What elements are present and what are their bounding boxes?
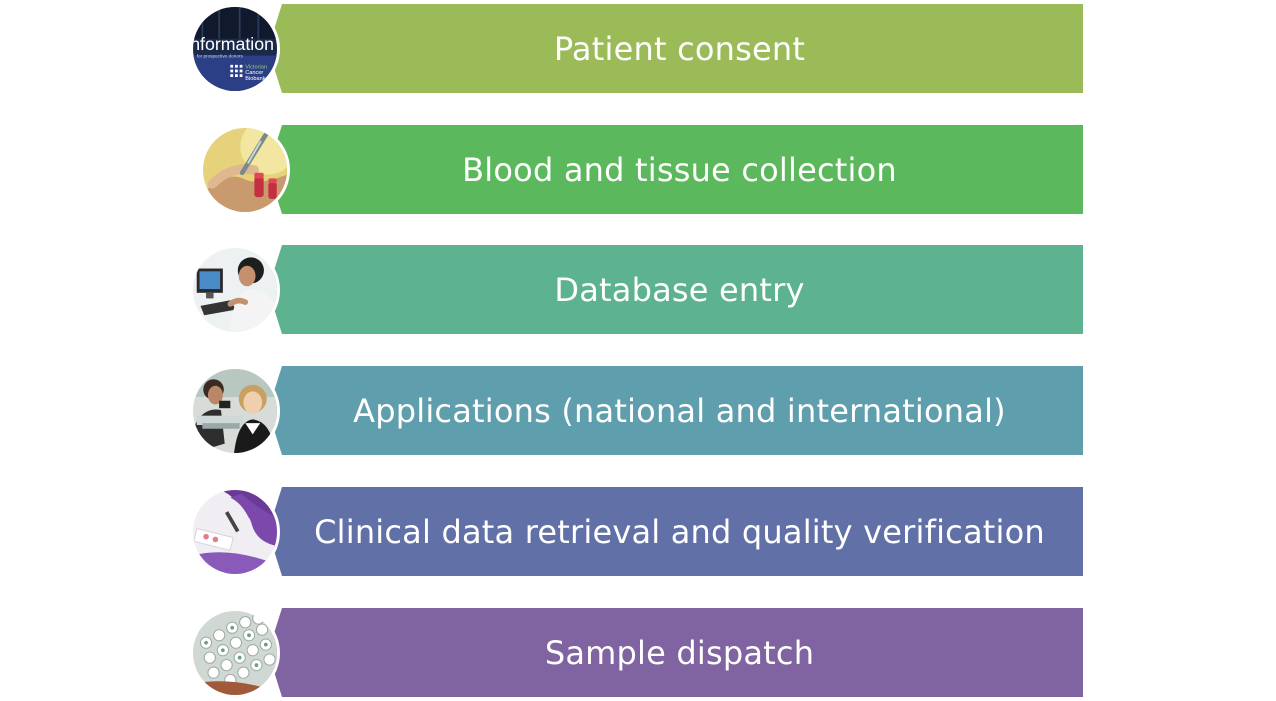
sample-vial-rack-icon [190, 608, 280, 698]
step-label: Clinical data retrieval and quality veri… [314, 512, 1045, 551]
step-banner: Applications (national and international… [268, 366, 1083, 455]
leaflet-title: nformation [193, 34, 274, 54]
step-label: Patient consent [553, 29, 806, 68]
step-banner: Clinical data retrieval and quality veri… [268, 487, 1083, 576]
computer-operator-icon [190, 245, 280, 335]
leaflet-brand-1: Victorian [245, 65, 267, 71]
step-patient-consent: Patient consent nformation for prospecti… [190, 4, 1083, 94]
gloved-hand-slides-icon [190, 487, 280, 577]
step-banner: Blood and tissue collection [268, 125, 1083, 214]
step-banner: Patient consent [268, 4, 1083, 93]
leaflet-brand-2: Cancer [245, 70, 263, 76]
microscope-researchers-icon [190, 366, 280, 456]
blood-sample-tube-icon [200, 125, 290, 215]
step-label: Applications (national and international… [353, 391, 1006, 430]
step-applications: Applications (national and international… [190, 366, 1083, 456]
leaflet-subtitle: for prospective donors [197, 53, 244, 58]
step-label: Database entry [554, 270, 805, 309]
step-banner: Database entry [268, 245, 1083, 334]
step-label: Sample dispatch [544, 633, 815, 672]
leaflet-brand-3: Biobank [245, 76, 265, 82]
information-leaflet-icon: nformation for prospective donors Victor… [190, 4, 280, 94]
step-clinical-data-retrieval: Clinical data retrieval and quality veri… [190, 487, 1083, 577]
step-sample-dispatch: Sample dispatch [190, 608, 1083, 698]
step-label: Blood and tissue collection [462, 150, 897, 189]
step-blood-tissue-collection: Blood and tissue collection [190, 125, 1083, 215]
step-database-entry: Database entry [190, 245, 1083, 335]
step-banner: Sample dispatch [268, 608, 1083, 697]
